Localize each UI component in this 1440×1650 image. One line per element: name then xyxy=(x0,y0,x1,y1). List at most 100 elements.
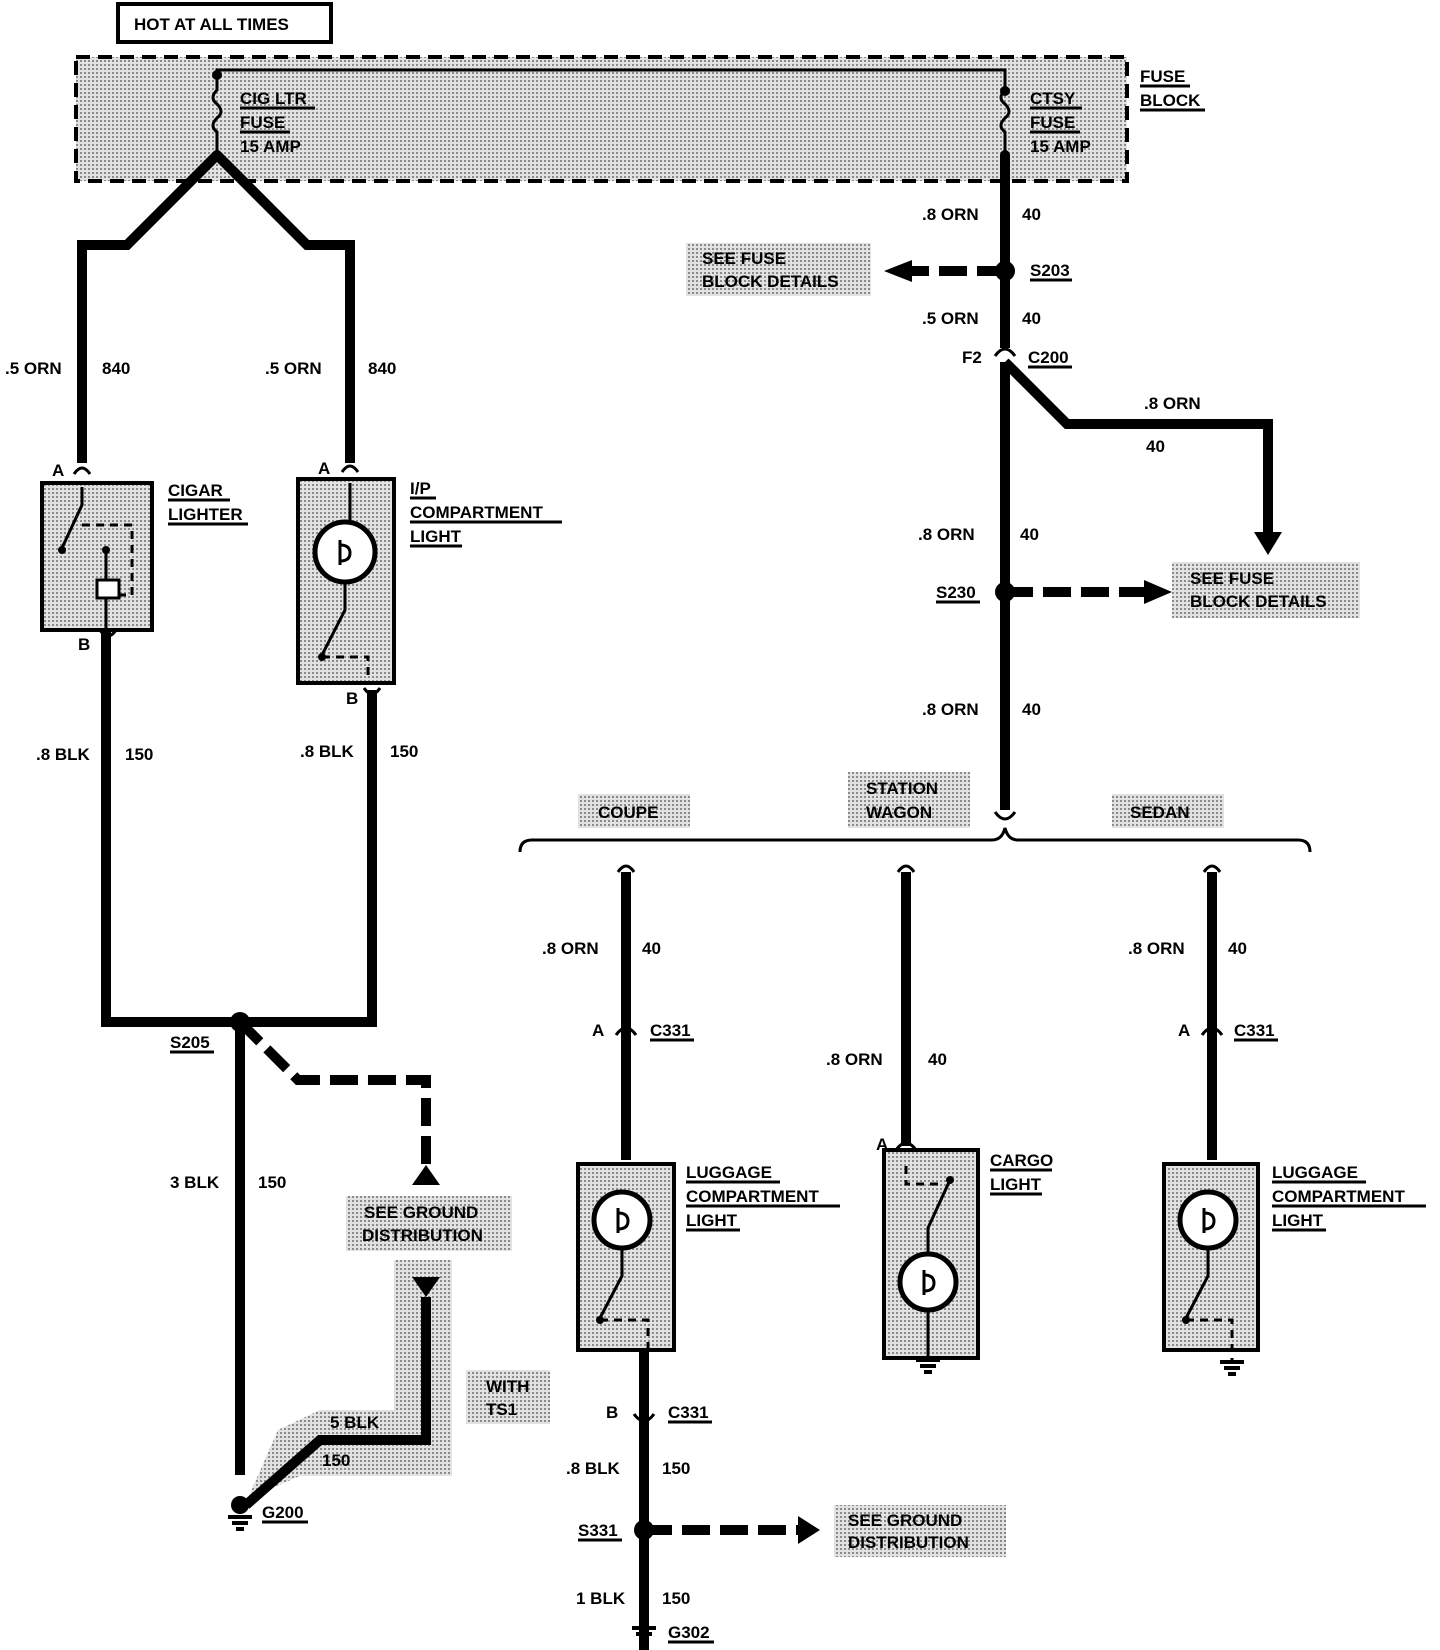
ip-label-3: LIGHT xyxy=(410,527,462,546)
cigar-contact-1 xyxy=(58,546,66,554)
ctsy-fuse-element xyxy=(999,88,1011,154)
coupe-luggage-label-1: LUGGAGE xyxy=(686,1163,772,1182)
cigar-switch-arm xyxy=(60,487,84,549)
wire-cigar-ground xyxy=(101,632,240,1027)
arrow-ground-dist-1 xyxy=(412,1165,440,1185)
cig-fuse-type: FUSE xyxy=(240,113,285,132)
sedan-luggage-switch-link xyxy=(1186,1318,1234,1362)
splice-s203-label: S203 xyxy=(1030,261,1070,280)
see-ground-1-line2: DISTRIBUTION xyxy=(362,1226,483,1245)
wire-label-08orn-coupe: .8 ORN xyxy=(542,939,599,958)
coupe-luggage-switch xyxy=(598,1248,624,1319)
wire-ip-feed xyxy=(213,151,355,463)
cig-fuse-name: CIG LTR xyxy=(240,89,307,108)
wire-label-150-5: 150 xyxy=(662,1589,690,1608)
sedan-c331-label: C331 xyxy=(1234,1021,1275,1040)
wire-label-150-2: 150 xyxy=(390,742,418,761)
wire-label-150-3: 150 xyxy=(258,1173,286,1192)
coupe-luggage-label-3: LIGHT xyxy=(686,1211,738,1230)
coupe-label: COUPE xyxy=(598,803,658,822)
see-ground-2-line1: SEE GROUND xyxy=(848,1511,962,1530)
sedan-luggage-bulb xyxy=(1177,1189,1239,1251)
coupe-c331-pin-a: A xyxy=(592,1021,604,1040)
ground-g200-symbol xyxy=(226,1515,254,1531)
wire-cigar-feed xyxy=(77,151,221,463)
sedan-ground-symbol xyxy=(1218,1360,1246,1376)
header-box xyxy=(116,2,333,44)
ctsy-fuse-name: CTSY xyxy=(1030,89,1076,108)
sedan-connector-top xyxy=(1202,864,1222,873)
fuse-block xyxy=(74,55,1129,183)
wagon-label-2: WAGON xyxy=(866,803,932,822)
wire-c200-branch xyxy=(1001,358,1273,535)
coupe-c331-label-b: C331 xyxy=(668,1403,709,1422)
ground-g200-dot xyxy=(231,1496,249,1514)
sedan-c331-a-body xyxy=(1200,1026,1224,1036)
arrow-branch-down xyxy=(1254,532,1282,555)
see-ground-2-line2: DISTRIBUTION xyxy=(848,1533,969,1552)
wire-label-40-2: 40 xyxy=(1022,309,1041,328)
coupe-c331-pin-b: B xyxy=(606,1403,618,1422)
wire-label-08orn-sedan: .8 ORN xyxy=(1128,939,1185,958)
cargo-switch xyxy=(926,1179,952,1252)
cigar-connector-a xyxy=(72,466,92,475)
sedan-label: SEDAN xyxy=(1130,803,1190,822)
arrow-see-fuse-1 xyxy=(884,260,912,282)
see-fuse-1-line2: BLOCK DETAILS xyxy=(702,272,839,291)
ip-label-1: I/P xyxy=(410,479,431,498)
with-ts1-line2: TS1 xyxy=(486,1400,517,1419)
ip-pin-b: B xyxy=(346,689,358,708)
ip-pin-a: A xyxy=(318,459,330,478)
wire-label-08orn-1: .8 ORN xyxy=(922,205,979,224)
wire-label-840-1: 840 xyxy=(102,359,130,378)
sedan-label-bg xyxy=(1112,794,1224,828)
fuse-block-label-1: FUSE xyxy=(1140,67,1185,86)
with-ts1-line1: WITH xyxy=(486,1377,529,1396)
splice-s230-label: S230 xyxy=(936,583,976,602)
cargo-ground-symbol xyxy=(914,1358,942,1374)
arrow-see-fuse-2 xyxy=(1144,580,1172,604)
ip-bulb xyxy=(312,519,378,585)
coupe-c331-a-body xyxy=(614,1026,638,1036)
ctsy-fuse-type: FUSE xyxy=(1030,113,1075,132)
wire-label-08blk-1: .8 BLK xyxy=(36,745,91,764)
sedan-luggage-filament xyxy=(1202,1208,1216,1233)
see-ground-note-1 xyxy=(346,1196,512,1251)
ground-g302-symbol xyxy=(630,1626,658,1642)
wire-ip-ground xyxy=(240,690,377,1027)
body-style-brace xyxy=(518,827,1312,853)
cargo-switch-contact xyxy=(946,1176,954,1184)
wire-label-40-4: 40 xyxy=(1020,525,1039,544)
sedan-luggage-switch xyxy=(1184,1248,1210,1319)
sedan-c331-pin-a: A xyxy=(1178,1021,1190,1040)
wire-label-40-1: 40 xyxy=(1022,205,1041,224)
wire-label-40-3: 40 xyxy=(1146,437,1165,456)
connector-c200-body xyxy=(993,347,1017,357)
sedan-luggage-label-3: LIGHT xyxy=(1272,1211,1324,1230)
ground-g302-label: G302 xyxy=(668,1623,710,1642)
cig-fuse-rating: 15 AMP xyxy=(240,137,301,156)
wire-label-40-5: 40 xyxy=(1022,700,1041,719)
cargo-switch-link xyxy=(904,1166,942,1186)
wire-s205-ground-dist xyxy=(236,1018,431,1165)
cigar-pin-b: B xyxy=(78,635,90,654)
header-title: HOT AT ALL TIMES xyxy=(134,15,289,34)
wire-label-150-ts1: 150 xyxy=(322,1451,350,1470)
ctsy-fuse-terminal-top xyxy=(1000,86,1010,96)
coupe-label-bg xyxy=(578,794,690,828)
wire-label-40-coupe: 40 xyxy=(642,939,661,958)
wire-ts1-ground xyxy=(242,1297,431,1509)
cigar-mechanical-link xyxy=(82,523,134,597)
wire-label-40-wagon: 40 xyxy=(928,1050,947,1069)
fuse-block-label-2: BLOCK xyxy=(1140,91,1201,110)
wire-label-5blk: 5 BLK xyxy=(330,1413,380,1432)
ip-switch-link xyxy=(322,655,370,680)
arrow-ground-dist-3 xyxy=(798,1516,820,1544)
coupe-c331-label-a: C331 xyxy=(650,1021,691,1040)
see-ground-1-line1: SEE GROUND xyxy=(364,1203,478,1222)
wire-label-08orn-3: .8 ORN xyxy=(918,525,975,544)
ip-switch-arm xyxy=(320,582,347,656)
coupe-luggage-filament xyxy=(616,1208,630,1233)
wire-label-08blk-2: .8 BLK xyxy=(300,742,355,761)
wire-label-1blk: 1 BLK xyxy=(576,1589,626,1608)
